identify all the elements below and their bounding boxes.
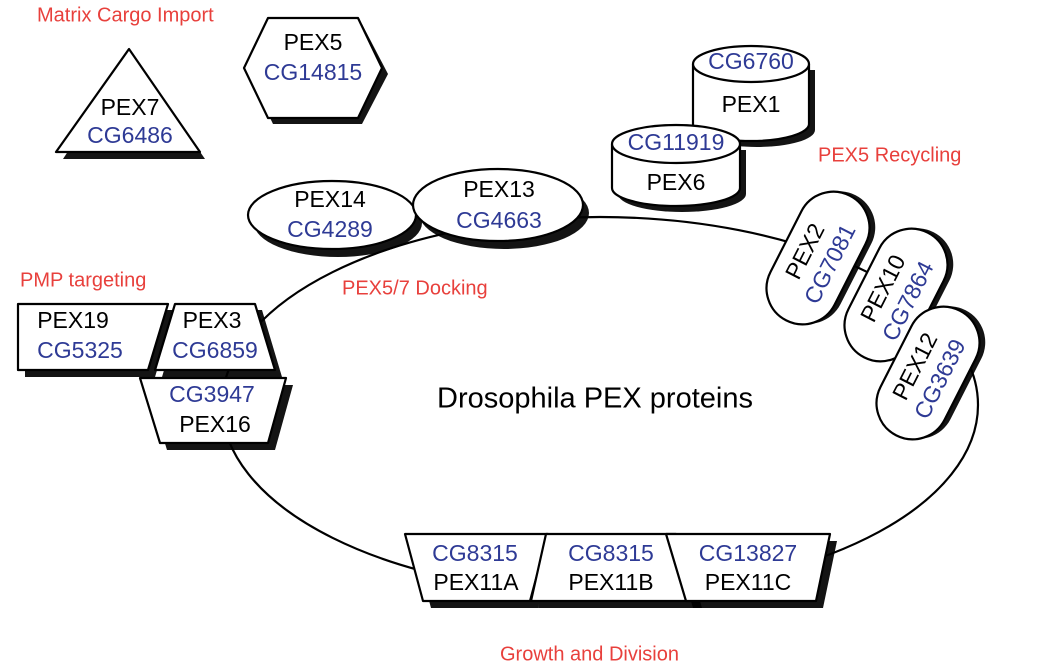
pex13-node: PEX13 CG4663 xyxy=(411,167,589,249)
pex11c-name: PEX11C xyxy=(705,569,792,595)
pex13-name: PEX13 xyxy=(463,176,535,202)
pex10-node: PEX10 CG7864 xyxy=(843,227,954,363)
pex11b-name: PEX11B xyxy=(568,569,653,595)
pex6-gene: CG11919 xyxy=(628,129,725,155)
pex7-node: PEX7 CG6486 xyxy=(54,47,205,159)
pex3-gene: CG6859 xyxy=(172,337,258,363)
pex11a-node: CG8315 PEX11A xyxy=(403,532,556,608)
pex19-name: PEX19 xyxy=(37,307,109,333)
pex7-gene: CG6486 xyxy=(87,122,173,148)
pex5-gene: CG14815 xyxy=(264,59,362,85)
pex5-name: PEX5 xyxy=(284,29,343,55)
pex16-gene: CG3947 xyxy=(169,381,255,407)
pex3-node: PEX3 CG6859 xyxy=(153,302,282,377)
pex11c-node: CG13827 PEX11C xyxy=(664,532,837,608)
pex14-gene: CG4289 xyxy=(287,216,373,242)
pex6-name: PEX6 xyxy=(647,169,706,195)
pex19-node: PEX19 CG5325 xyxy=(16,302,175,377)
pex16-name: PEX16 xyxy=(179,411,251,437)
pex11b-gene: CG8315 xyxy=(568,540,654,566)
category-matrix-cargo-import: Matrix Cargo Import xyxy=(37,4,214,26)
pex1-name: PEX1 xyxy=(722,91,781,117)
pex19-gene: CG5325 xyxy=(37,337,123,363)
pex5-node: PEX5 CG14815 xyxy=(242,16,388,124)
pex1-gene: CG6760 xyxy=(708,48,794,74)
pex11c-gene: CG13827 xyxy=(699,540,797,566)
pex13-gene: CG4663 xyxy=(456,207,542,233)
pex11b-node: CG8315 PEX11B xyxy=(529,532,702,608)
pex14-node: PEX14 CG4289 xyxy=(246,179,422,257)
pex3-name: PEX3 xyxy=(183,307,242,333)
pex16-node: CG3947 PEX16 xyxy=(138,376,293,450)
category-pex5-7-docking: PEX5/7 Docking xyxy=(342,277,488,299)
diagram-title: Drosophila PEX proteins xyxy=(437,383,753,415)
pex11a-name: PEX11A xyxy=(433,569,519,595)
pex6-node: CG11919 PEX6 xyxy=(610,123,746,212)
pex7-name: PEX7 xyxy=(101,94,160,120)
category-pex5-recycling: PEX5 Recycling xyxy=(818,144,961,166)
pex11a-gene: CG8315 xyxy=(432,540,518,566)
category-growth-and-division: Growth and Division xyxy=(500,643,679,665)
pex14-name: PEX14 xyxy=(294,186,366,212)
category-pmp-targeting: PMP targeting xyxy=(20,269,146,291)
